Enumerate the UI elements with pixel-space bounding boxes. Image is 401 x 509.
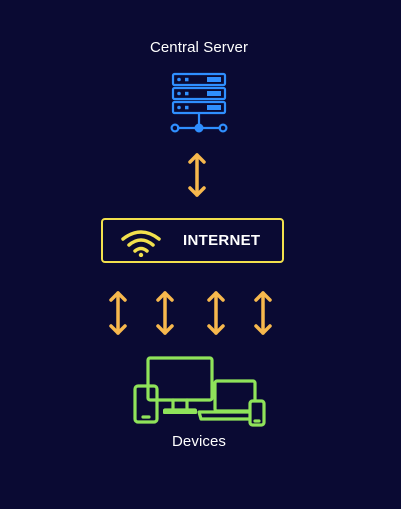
devices-icon [133,356,266,427]
double-arrow-icon [207,291,225,335]
devices-label: Devices [171,433,227,450]
server-network-icon [170,72,228,133]
double-arrow-icon [156,291,174,335]
internet-box: INTERNET [101,218,284,263]
central-server-label: Central Server [149,39,249,56]
double-arrow-icon [254,291,272,335]
internet-label: INTERNET [183,232,261,249]
double-arrow-icon [109,291,127,335]
wifi-icon [121,230,161,257]
double-arrow-icon [188,153,206,197]
